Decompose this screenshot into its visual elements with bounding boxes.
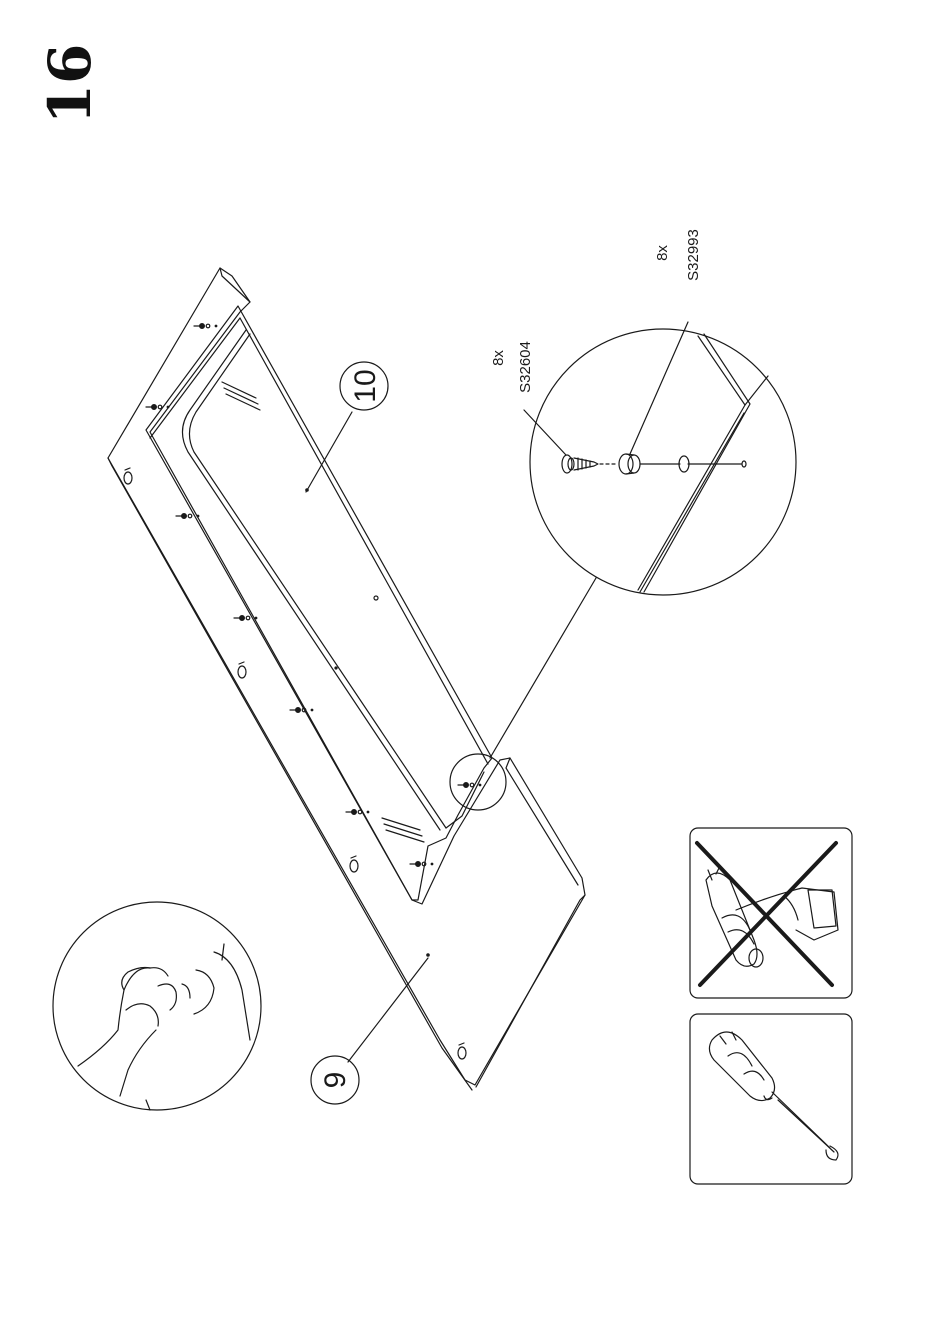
edge-holes: [124, 468, 466, 1059]
tool-panel-required: [690, 1014, 852, 1184]
tool-panel-forbidden: [690, 828, 852, 998]
cam-detail: [619, 454, 746, 474]
panel-assembly: [108, 268, 585, 1104]
screw-part-code: S32604: [517, 328, 535, 406]
part-10-label: 10: [348, 362, 384, 410]
cam-quantity: 8x: [654, 233, 672, 273]
cam-part-code: S32993: [685, 210, 703, 300]
screw-quantity: 8x: [490, 338, 508, 378]
panel-9-outline: [108, 268, 585, 1085]
zoom-detail: [450, 322, 796, 810]
panel-10-outline: [146, 306, 492, 900]
screwdriver-icon: [709, 1032, 838, 1160]
power-drill-icon: [706, 866, 838, 967]
hand-detail: [53, 902, 261, 1110]
screw-detail: [562, 455, 616, 473]
fastener-markers: [146, 324, 481, 867]
part-9-label: 9: [318, 1056, 354, 1104]
